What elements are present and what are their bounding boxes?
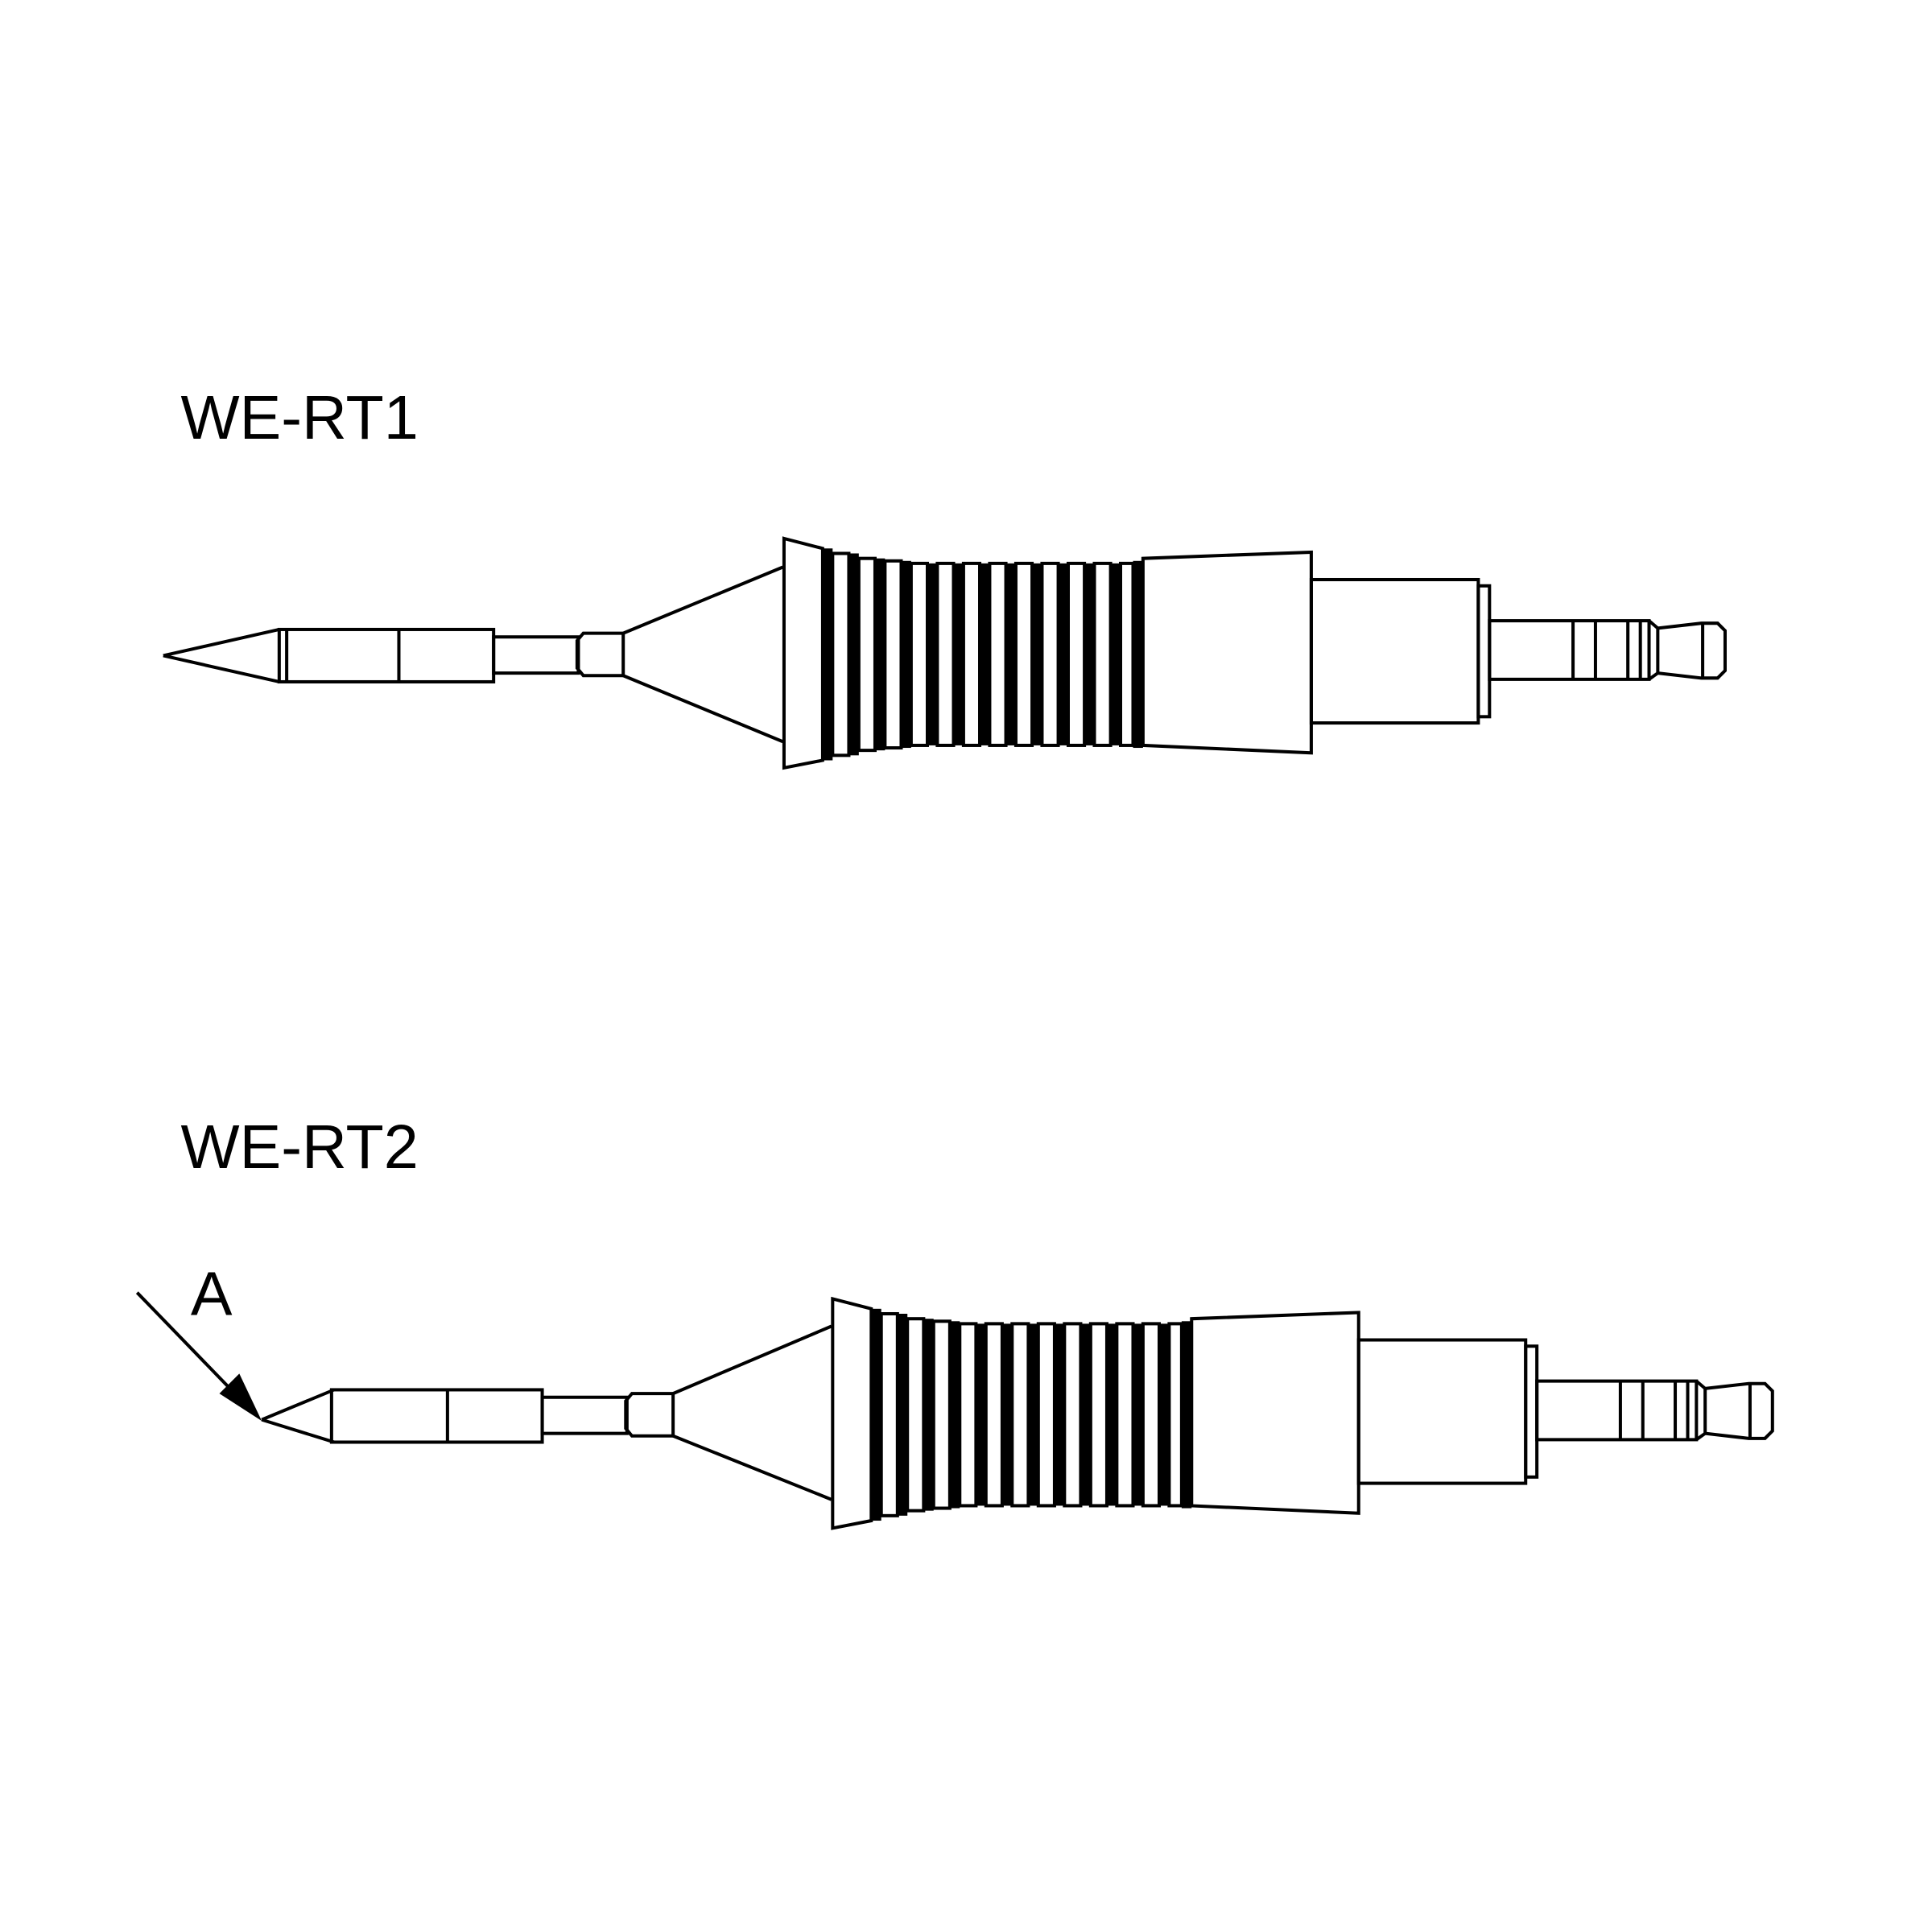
- soldering-tip-we-rt2: [261, 1296, 1774, 1530]
- soldering-tip-we-rt1: [163, 536, 1727, 770]
- ribbed-grip: [871, 1308, 1192, 1521]
- annotation-arrow: [135, 1291, 262, 1422]
- ribbed-grip: [822, 548, 1143, 761]
- tip-label-we-rt2: WE-RT2: [181, 1113, 419, 1182]
- tip-label-we-rt1: WE-RT1: [181, 383, 419, 452]
- annotation-label-a: A: [191, 1260, 233, 1329]
